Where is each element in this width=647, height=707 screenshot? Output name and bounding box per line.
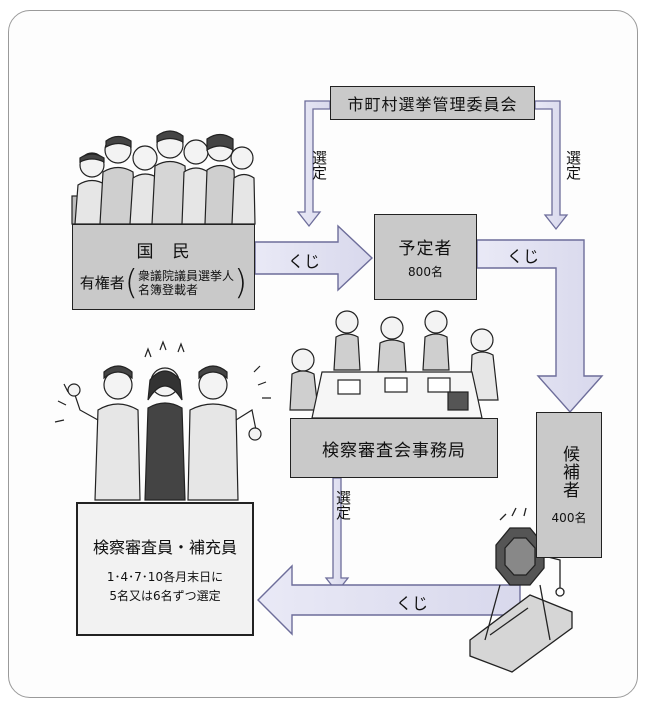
committee-box: 市町村選挙管理委員会	[330, 86, 535, 120]
arrow-lottery-3	[257, 564, 521, 636]
yoteisha-count: 800名	[408, 265, 443, 279]
shinsain-title: 検察審査員・補充員	[92, 538, 237, 557]
edge-label-lottery-3: くじ	[396, 594, 429, 613]
arrow-committee-to-candidates-pool	[534, 100, 569, 231]
arrow-lottery-2	[476, 239, 604, 414]
voters-note-line2: 名簿登載者	[138, 282, 199, 297]
shinsain-box: 検察審査員・補充員 1･4･7･10各月末日に 5名又は6名ずつ選定	[76, 502, 254, 636]
committee-label: 市町村選挙管理委員会	[347, 95, 518, 114]
voters-note-line1: 衆議院議員選挙人	[138, 268, 235, 283]
kohosha-box: 候補者 400名	[536, 412, 602, 558]
edge-label-lottery-2: くじ	[507, 247, 540, 266]
kohosha-count: 400名	[551, 510, 587, 525]
yoteisha-title: 予定者	[398, 239, 453, 259]
meeting-illustration	[289, 310, 499, 419]
yoteisha-box: 予定者 800名	[374, 214, 477, 300]
arrow-committee-to-people	[296, 100, 331, 228]
crowd-illustration	[71, 130, 256, 225]
open-paren: (	[124, 262, 138, 303]
jimukyoku-box: 検察審査会事務局	[290, 418, 498, 478]
kokumin-title: 国 民	[136, 241, 191, 262]
arrow-lottery-1	[254, 224, 374, 292]
lottery-machine-illustration	[469, 507, 573, 673]
shinsain-note-line2: 5名又は6名ずつ選定	[109, 589, 221, 603]
edge-label-select-left: 選定	[310, 150, 328, 180]
cheering-illustration	[54, 340, 271, 501]
edge-label-select-right: 選定	[564, 150, 582, 180]
voters-line: 有権者 ( 衆議院議員選挙人 名簿登載者 )	[79, 262, 248, 303]
shinsain-note-line1: 1･4･7･10各月末日に	[106, 570, 224, 584]
jimukyoku-label: 検察審査会事務局	[322, 440, 466, 461]
voters-note: 衆議院議員選挙人 名簿登載者	[138, 269, 234, 297]
kohosha-title: 候補者	[559, 444, 579, 499]
voters-label: 有権者	[79, 274, 125, 292]
edge-label-select-bottom: 選定	[334, 490, 363, 520]
kokumin-box: 国 民 有権者 ( 衆議院議員選挙人 名簿登載者 )	[72, 224, 255, 310]
edge-label-lottery-1: くじ	[288, 252, 321, 271]
close-paren: )	[234, 262, 248, 303]
